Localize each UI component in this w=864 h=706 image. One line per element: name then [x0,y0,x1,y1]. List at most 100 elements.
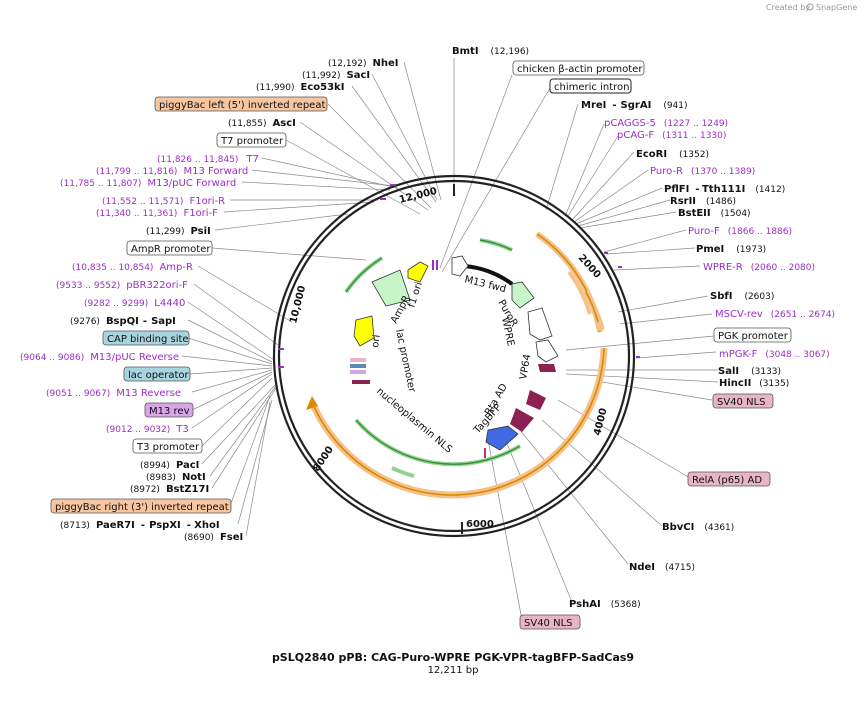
feature-label: RelA (p65) AD [692,475,762,486]
lac-bar [350,370,366,374]
primer-pcaggs-5: pCAGGS-5(1227 .. 1249) [604,118,728,129]
feature-t3-promoter: T3 promoter [132,438,203,454]
enzyme-hincii: HincII(3135) [719,378,789,389]
tick-label: 6000 [466,519,494,530]
feature-label: piggyBac left (5') inverted repeat [159,100,325,111]
inner-arc-top-line [479,239,513,251]
enzyme-nhei: (12,192)NheI [328,58,399,69]
feature-label: T3 promoter [136,442,200,453]
plasmid-length: 12,211 bp [428,665,479,676]
primer-wpre-r: WPRE-R(2060 .. 2080) [703,262,815,273]
backbone-outer-ring [272,174,636,538]
enzyme-paci: (8994)PacI [140,460,199,471]
tick-label: 8000 [311,444,336,473]
enzyme-sali: SalI(3133) [718,366,781,377]
brand-created-by: Created by [766,3,810,12]
feature-arcs [306,231,608,499]
primer-puro-f: Puro-F(1866 .. 1886) [688,226,792,237]
inner-arc-bottom-line [355,419,521,465]
feature-label: AmpR promoter [131,244,211,255]
feature-piggybac-right: piggyBac right (3') inverted repeat [50,498,232,514]
map-titles: pSLQ2840 pPB: CAG-Puro-WPRE PGK-VPR-tagB… [272,651,634,676]
feature-arc-sadcas9-line [311,347,605,496]
feature-label: T7 promoter [220,136,284,147]
feature-label: piggyBac right (3') inverted repeat [55,502,229,513]
inner-label-ori: ori [370,334,383,348]
feature-sv40-nls-bottom: SV40 NLS [519,614,581,630]
tagbfp-tail [484,448,486,458]
enzyme-pmei: PmeI(1973) [696,244,766,255]
enzyme-mrei: MreI-SgrAI(941) [581,100,688,111]
ampr-arrow [371,269,411,307]
feature-label: chimeric intron [554,82,629,93]
primer-amp-r: (10,835 .. 10,854)Amp-R [72,262,193,273]
primer-m13-puc-forward: (11,785 .. 11,807)M13/pUC Forward [60,178,236,189]
enzyme-pshai: PshAI(5368) [569,599,641,610]
enzyme-fsei: (8690)FseI [184,532,243,543]
feature-ampr-promoter: AmpR promoter [126,240,213,256]
nls-bar [350,358,366,362]
feature-piggybac-left: piggyBac left (5') inverted repeat [154,96,328,112]
feature-arc-cag-line [536,233,601,333]
enzyme-sbfi: SbfI(2603) [710,291,774,302]
ori-arrow [353,315,375,347]
feature-rela-p65-ad: RelA (p65) AD [687,471,771,487]
primer-f1ori-r: (11,552 .. 11,571)F1ori-R [102,196,225,207]
feature-label: CAP binding site [107,334,189,345]
enzyme-ecori: EcoRI(1352) [636,149,709,160]
f1-ori-arrow [407,261,429,283]
enzyme-noti: (8983)NotI [146,472,206,483]
feature-chicken-beta-actin-promoter: chicken β-actin promoter [512,60,645,76]
enzyme-bsteii: BstEII(1504) [678,208,751,219]
primer-t3: (9012 .. 9032)T3 [106,424,189,435]
primer-marks [278,184,640,368]
primer-puro-r: Puro-R(1370 .. 1389) [650,166,755,177]
enzyme-bstz17i: (8972)BstZ17I [130,484,209,495]
vp64-arrow [538,364,556,372]
enzyme-eco53ki: (11,990)Eco53kI [256,82,344,93]
wpre-arrow [527,307,553,341]
enzyme-bmti: BmtI(12,196) [452,46,529,57]
feature-arrows [350,255,559,458]
primer-m13-forward: (11,799 .. 11,816)M13 Forward [96,166,248,177]
primer-f1ori-f: (11,340 .. 11,361)F1ori-F [96,208,218,219]
pgk-arrow [535,339,559,363]
feature-m13-rev: M13 rev [144,402,194,418]
backbone [272,174,636,538]
feature-label: SV40 NLS [717,397,766,408]
brand-name: SnapGene [816,3,857,12]
enzyme-rsrii: RsrII(1486) [670,196,736,207]
tick-labels: 12,000 2000 4000 6000 8000 10,000 [288,186,609,530]
feature-chimeric-intron: chimeric intron [549,78,632,94]
primer-mpgk-f: mPGK-F(3048 .. 3067) [719,349,830,360]
enzyme-bbvci: BbvCI(4361) [662,522,734,533]
enzyme-labels: BmtI(12,196) (12,192)NheI (11,992)SacI (… [60,46,789,610]
inner-arc-left-line [345,257,383,293]
inner-arcs [344,238,522,478]
feature-label: PGK promoter [718,331,789,342]
primer-t7: (11,826 .. 11,845)T7 [157,154,259,165]
feature-arc-wpre-line [585,291,599,323]
primer-labels: (11,826 .. 11,845)T7 (11,799 .. 11,816)M… [20,118,835,435]
primer-l4440: (9282 .. 9299)L4440 [84,298,185,309]
puror-arrow [511,281,535,309]
enzyme-ndei: NdeI(4715) [629,562,695,573]
feature-labels: chicken β-actin promoter chimeric intron… [50,60,792,630]
promoter-arrow [451,255,469,277]
sadcas9-arrowhead [306,396,318,410]
feature-sv40-nls-right: SV40 NLS [712,393,774,409]
backbone-inner-ring [277,179,631,533]
feature-label: lac operator [128,370,189,381]
leader-lines [181,58,719,621]
inner-arc-small [391,466,415,478]
primer-m13-reverse: (9051 .. 9067)M13 Reverse [46,388,181,399]
primer-pbr322ori-f: (9533 .. 9552)pBR322ori-F [56,280,188,291]
rela-arrow [510,408,534,432]
feature-arc-small [567,270,592,315]
rta-ad-arrow [526,390,546,410]
primer-m13-puc-reverse: (9064 .. 9086)M13/pUC Reverse [20,352,179,363]
feature-t7-promoter: T7 promoter [216,132,287,148]
tagbfp-arrow [485,425,519,451]
inner-label-vp64: VP64 [518,353,533,380]
